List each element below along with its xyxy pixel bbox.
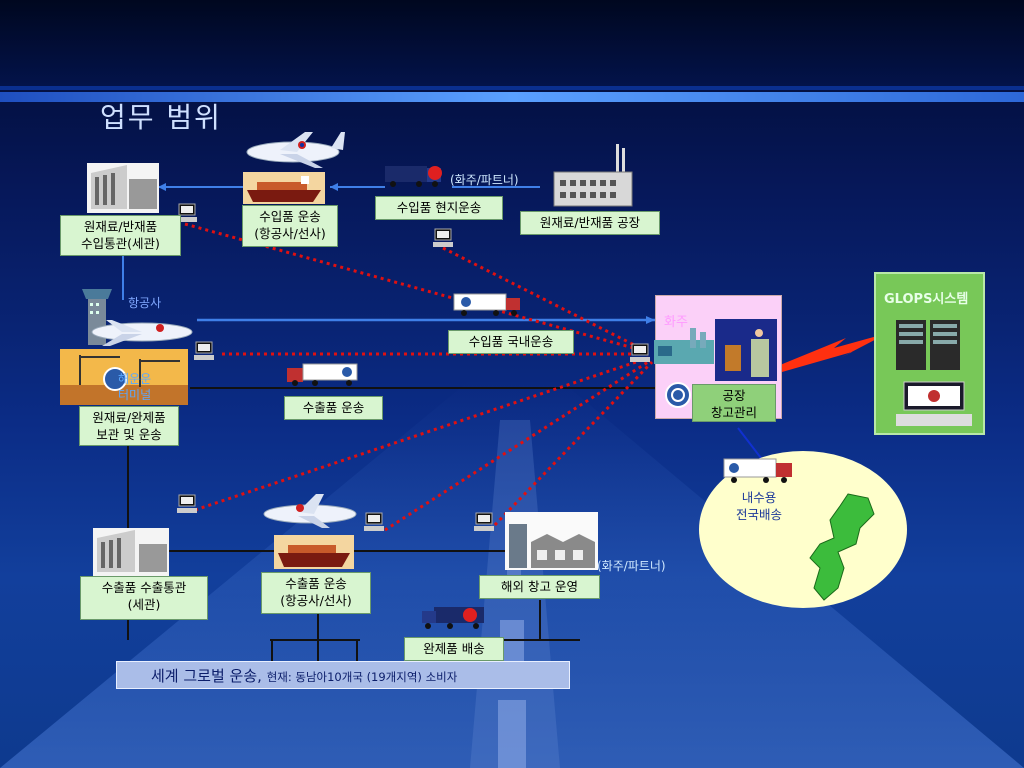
company-logo-icon bbox=[665, 382, 691, 408]
banner-sub-text: 현재: 동남아10개국 (19개지역) 소비자 bbox=[266, 670, 458, 684]
page-title: 업무 범위 bbox=[100, 101, 222, 134]
building-icon bbox=[93, 528, 169, 576]
airplane-icon bbox=[263, 494, 357, 528]
header-stripe bbox=[0, 86, 1024, 90]
finished-delivery-box: 완제품 배송 bbox=[404, 637, 504, 661]
server-icon bbox=[896, 320, 960, 370]
factory-icon bbox=[553, 144, 633, 207]
building-icon bbox=[87, 163, 159, 213]
shipper-label: 화주 bbox=[664, 315, 688, 330]
export-transport-small-box: 수출품 운송 bbox=[284, 396, 383, 420]
computer-icon bbox=[433, 228, 453, 247]
raw-factory-box: 원재료/반재품 공장 bbox=[520, 211, 660, 235]
truck-icon bbox=[453, 293, 520, 316]
korea-map-icon bbox=[809, 493, 875, 601]
shipper-partner-label: (화주/파트너) bbox=[597, 559, 666, 573]
storage-transport-box: 원재료/완제품 보관 및 운송 bbox=[79, 406, 179, 446]
computer-icon bbox=[194, 341, 214, 360]
shipper-partner-label: (화주/파트너) bbox=[450, 173, 519, 187]
export-customs-box: 수출품 수출통관 (세관) bbox=[80, 576, 208, 620]
terminal-label: 해운운 터미널 bbox=[118, 372, 152, 402]
truck-icon bbox=[422, 607, 484, 629]
raw-import-customs-box: 원재료/반재품 수입통관(세관) bbox=[60, 215, 181, 256]
office-worker-icon bbox=[715, 319, 777, 381]
ship-icon bbox=[243, 172, 325, 204]
airline-label: 항공사 bbox=[128, 296, 162, 310]
global-transport-banner: 세계 그로벌 운송, 현재: 동남아10개국 (19개지역) 소비자 bbox=[116, 661, 570, 689]
port-terminal-image bbox=[60, 349, 188, 405]
warehouse-icon bbox=[505, 512, 598, 570]
workstation-icon bbox=[896, 381, 972, 426]
ship-icon bbox=[274, 535, 354, 569]
domestic-transport-box: 수입품 국내운송 bbox=[448, 330, 574, 354]
airplane-icon bbox=[91, 320, 193, 346]
export-transport-box: 수출품 운송 (항공사/선사) bbox=[261, 572, 371, 614]
truck-icon bbox=[385, 166, 442, 187]
lightning-icon bbox=[780, 333, 888, 372]
industrial-plant-icon bbox=[654, 328, 714, 364]
header-highlight-stripe bbox=[0, 92, 1024, 102]
banner-main-text: 세계 그로벌 운송, bbox=[151, 667, 262, 685]
computer-icon bbox=[177, 494, 197, 513]
truck-icon bbox=[723, 458, 792, 483]
computer-icon bbox=[177, 203, 197, 222]
overseas-warehouse-box: 해외 창고 운영 bbox=[479, 575, 600, 599]
import-transport-box: 수입품 운송 (항공사/선사) bbox=[242, 205, 338, 247]
computer-icon bbox=[364, 512, 384, 531]
computer-icon bbox=[630, 343, 650, 362]
top-bar bbox=[0, 0, 1024, 86]
computer-icon bbox=[474, 512, 494, 531]
domestic-delivery-label: 내수용 전국배송 bbox=[736, 490, 783, 522]
glops-label: GLOPS시스템 bbox=[884, 292, 969, 307]
truck-icon bbox=[287, 363, 358, 386]
airplane-icon bbox=[246, 132, 345, 168]
factory-warehouse-box: 공장 창고관리 bbox=[692, 384, 776, 422]
local-transport-box: 수입품 현지운송 bbox=[375, 196, 503, 220]
